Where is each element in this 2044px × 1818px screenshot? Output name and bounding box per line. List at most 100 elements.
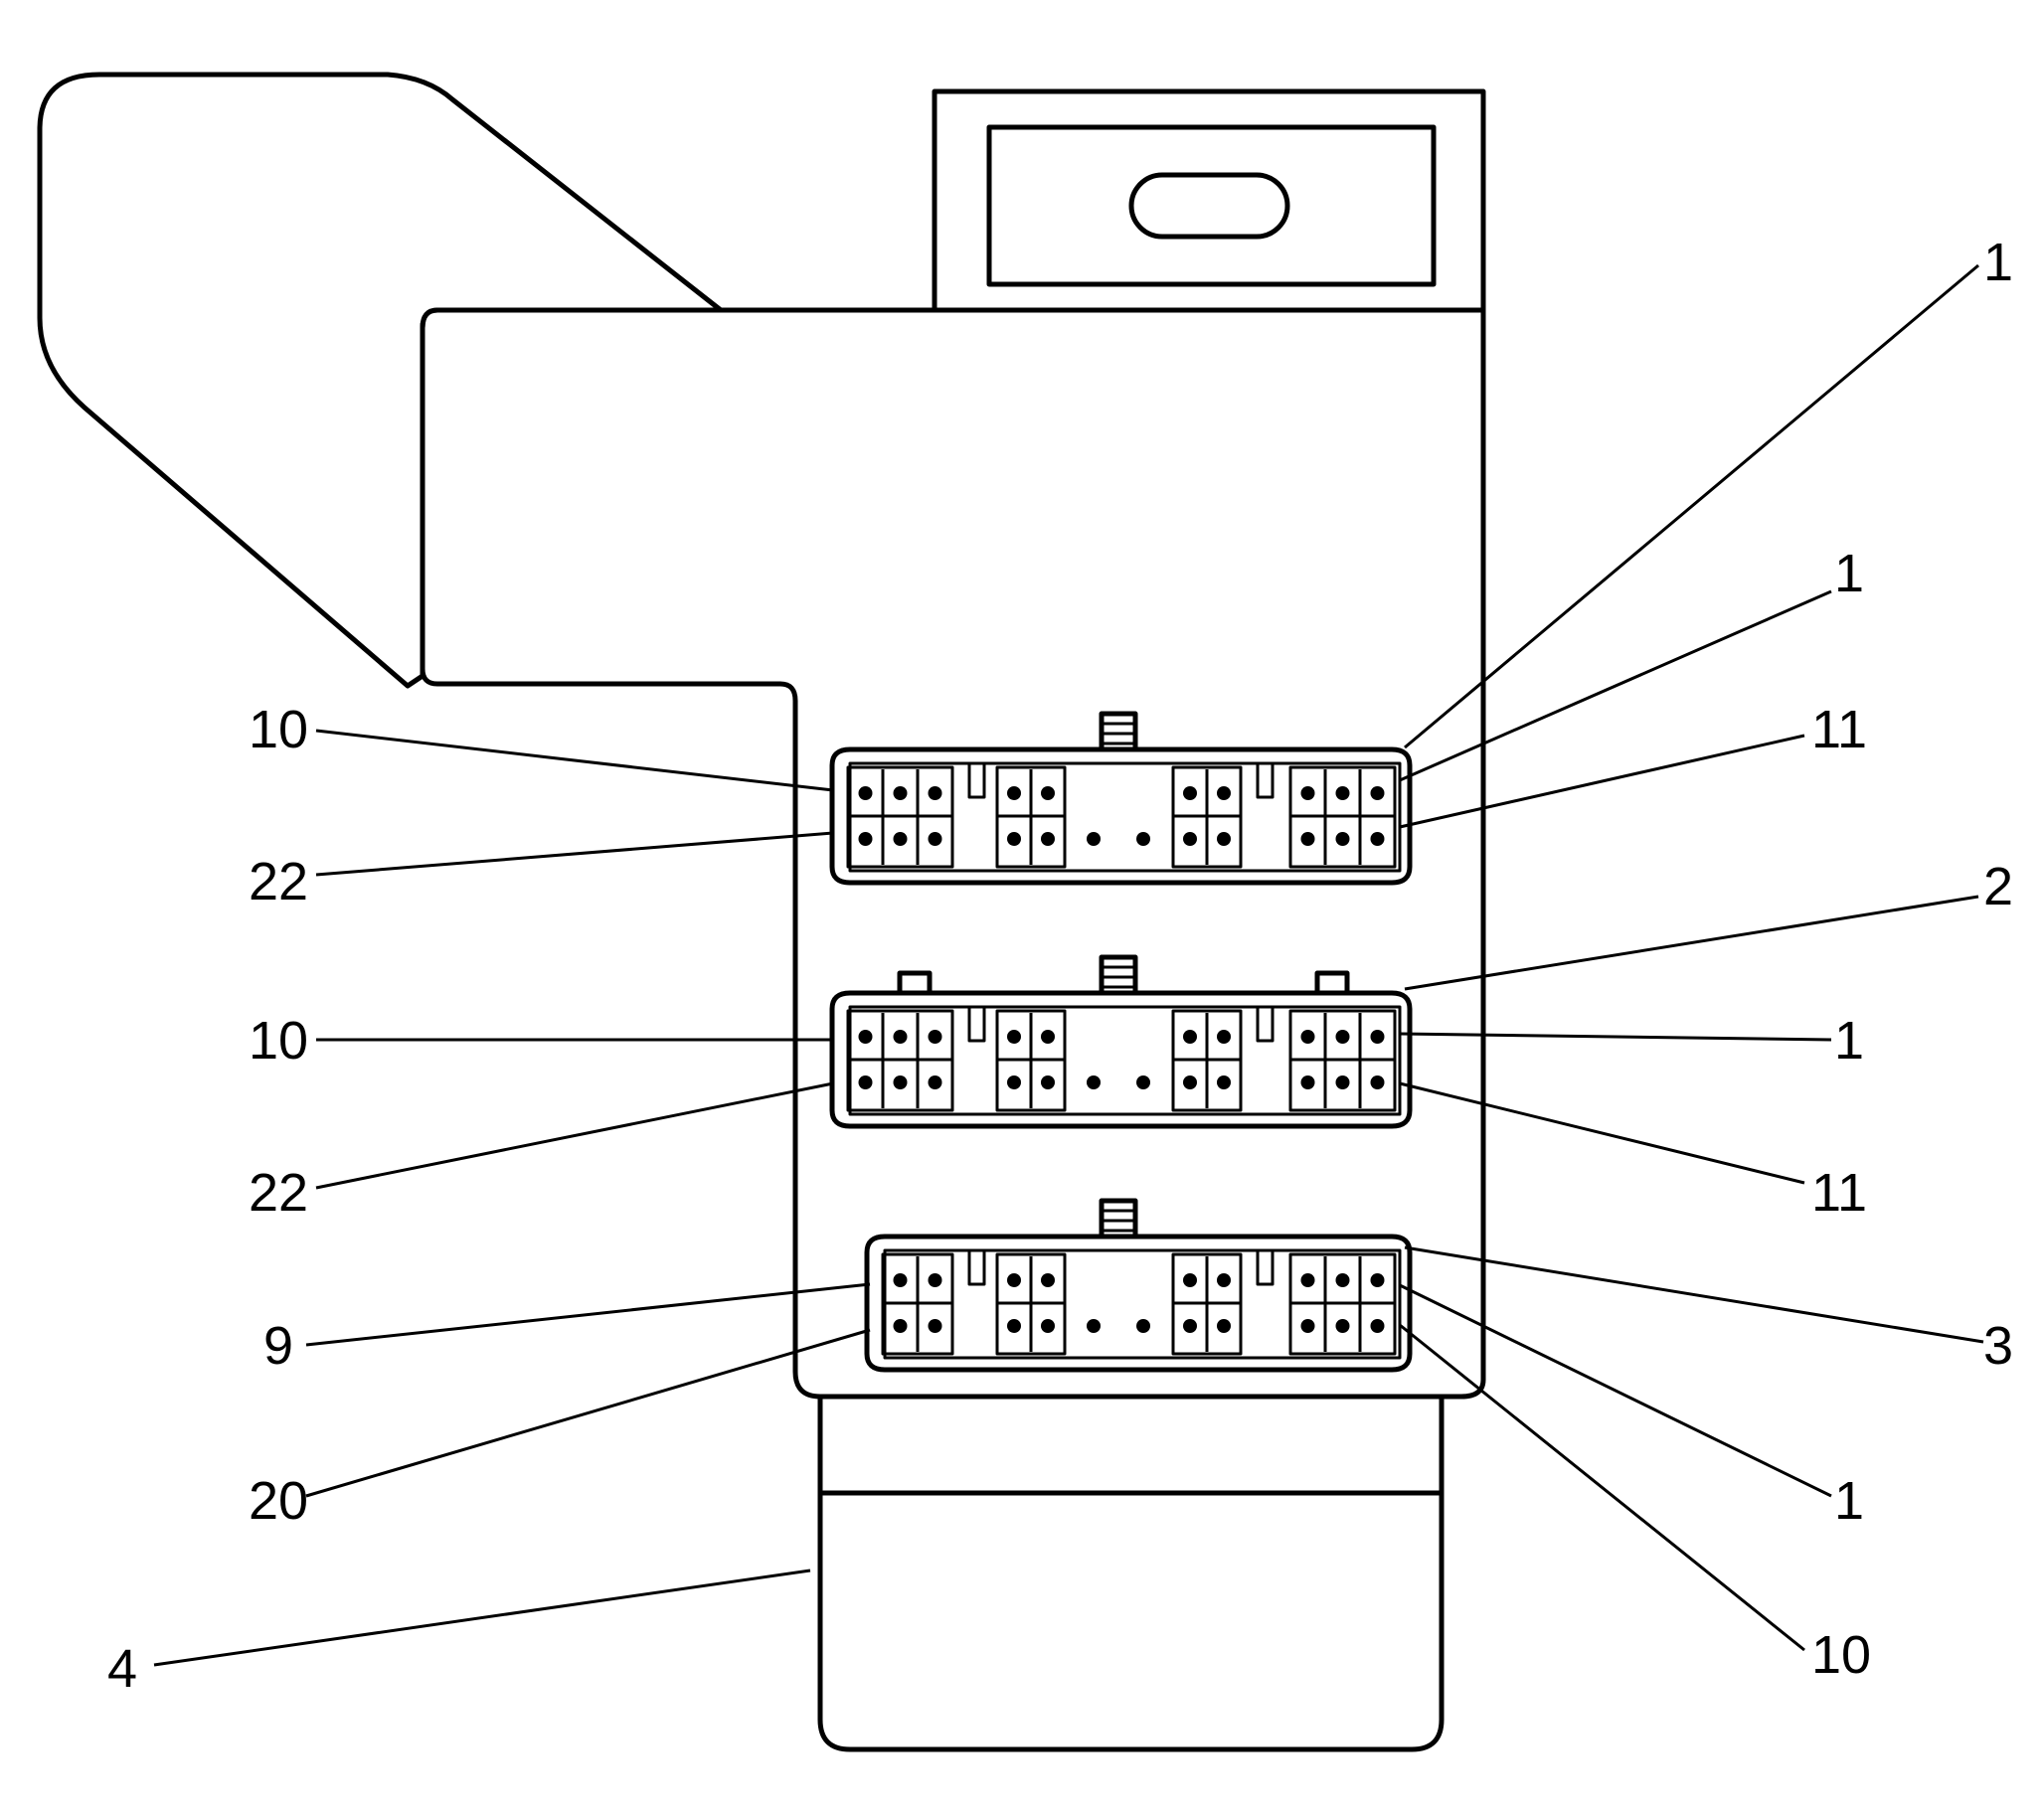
leader-middle-right-far [1404,895,1979,991]
connector-side-tab [1314,970,1350,996]
callout-housing: 4 [107,1639,137,1699]
leader-bottom-left-upper [305,1282,871,1347]
connector-bottom [864,1198,1413,1373]
pin [928,1319,942,1333]
pin [1136,832,1150,846]
callout-top-left-upper: 10 [249,700,308,759]
pin [1370,786,1385,800]
top-tab-window [986,124,1437,287]
leader-bottom-right-far [1404,1245,1984,1344]
leader-top-right-upper [1399,589,1832,782]
key-slot [967,763,986,799]
pin [1217,786,1231,800]
leader-top-left-lower [315,831,834,877]
callout-top-left-lower: 22 [249,852,308,911]
pin [1300,1319,1315,1333]
pin [893,1319,908,1333]
connector-carrier [848,761,1402,873]
pin [1087,832,1101,846]
pin [1335,1030,1350,1044]
callout-top-right-upper: 1 [1834,544,1864,603]
pin [1041,786,1055,800]
pin [1087,1075,1101,1089]
leader-bottom-right-upper [1399,1283,1832,1498]
pin [928,786,942,800]
pin [1087,1319,1101,1333]
pin [1300,1030,1315,1044]
callout-middle-left-lower: 22 [249,1163,308,1223]
pin [928,1030,942,1044]
pin [858,786,873,800]
pin [893,832,908,846]
leader-bottom-right-lower [1399,1323,1805,1652]
pin [928,1273,942,1287]
callout-middle-right-lower: 11 [1811,1163,1867,1223]
pin [1217,1273,1231,1287]
callout-labels: 10 22 1 1 11 10 22 2 1 11 9 20 3 1 10 4 [107,233,2013,1699]
pin [1136,1319,1150,1333]
callout-middle-left-upper: 10 [249,1011,308,1071]
pin [1217,1319,1231,1333]
pin [1183,786,1197,800]
pin [1041,1319,1055,1333]
leader-middle-right-upper [1399,1032,1832,1042]
pin [1335,1273,1350,1287]
key-slot [967,1250,986,1286]
key-slot [1256,1007,1275,1043]
pin [1183,1075,1197,1089]
connector-carrier [883,1248,1402,1360]
pin [1335,1075,1350,1089]
leader-top-right-far [1404,263,1979,749]
pin [1041,1273,1055,1287]
pin [858,1030,873,1044]
mounting-bracket [37,72,724,689]
pin [1007,786,1021,800]
leader-top-right-lower [1399,734,1805,829]
pin [1300,1273,1315,1287]
pin [1300,832,1315,846]
leader-middle-right-lower [1399,1081,1805,1185]
pin [1370,1319,1385,1333]
pin [1007,1075,1021,1089]
pin [858,1075,873,1089]
connector-middle [829,954,1413,1129]
pin [1183,1273,1197,1287]
connector-latch [1099,954,1138,996]
pin [1370,832,1385,846]
pin [928,1075,942,1089]
main-body [420,307,1486,1400]
pin [1370,1075,1385,1089]
pin [1335,832,1350,846]
pin [1217,1030,1231,1044]
key-slot [1256,763,1275,799]
pin [893,1273,908,1287]
callout-top-right-lower: 11 [1811,700,1867,759]
callout-bottom-right-far: 3 [1983,1316,2013,1376]
callout-bottom-left-upper: 9 [263,1316,293,1376]
top-tab [932,88,1486,313]
pin [1041,1075,1055,1089]
connector-latch [1099,711,1138,752]
callout-bottom-right-upper: 1 [1834,1471,1864,1531]
pin [1007,1319,1021,1333]
pin [1183,832,1197,846]
callout-top-right-far: 1 [1983,233,2013,292]
pin [1183,1030,1197,1044]
leader-middle-left-lower [315,1081,834,1190]
pin [1041,832,1055,846]
connector-carrier [848,1005,1402,1116]
pin [1183,1319,1197,1333]
pin [858,832,873,846]
callout-middle-right-upper: 1 [1834,1011,1864,1071]
pin [1335,786,1350,800]
leader-housing [153,1569,811,1667]
top-tab-slot [1128,172,1290,240]
key-slot [967,1007,986,1043]
connector-top [829,711,1413,886]
pin [1136,1075,1150,1089]
connector-shell [829,746,1413,886]
connector-side-tab [897,970,933,996]
callout-bottom-right-lower: 10 [1811,1625,1871,1685]
pin [1007,1030,1021,1044]
